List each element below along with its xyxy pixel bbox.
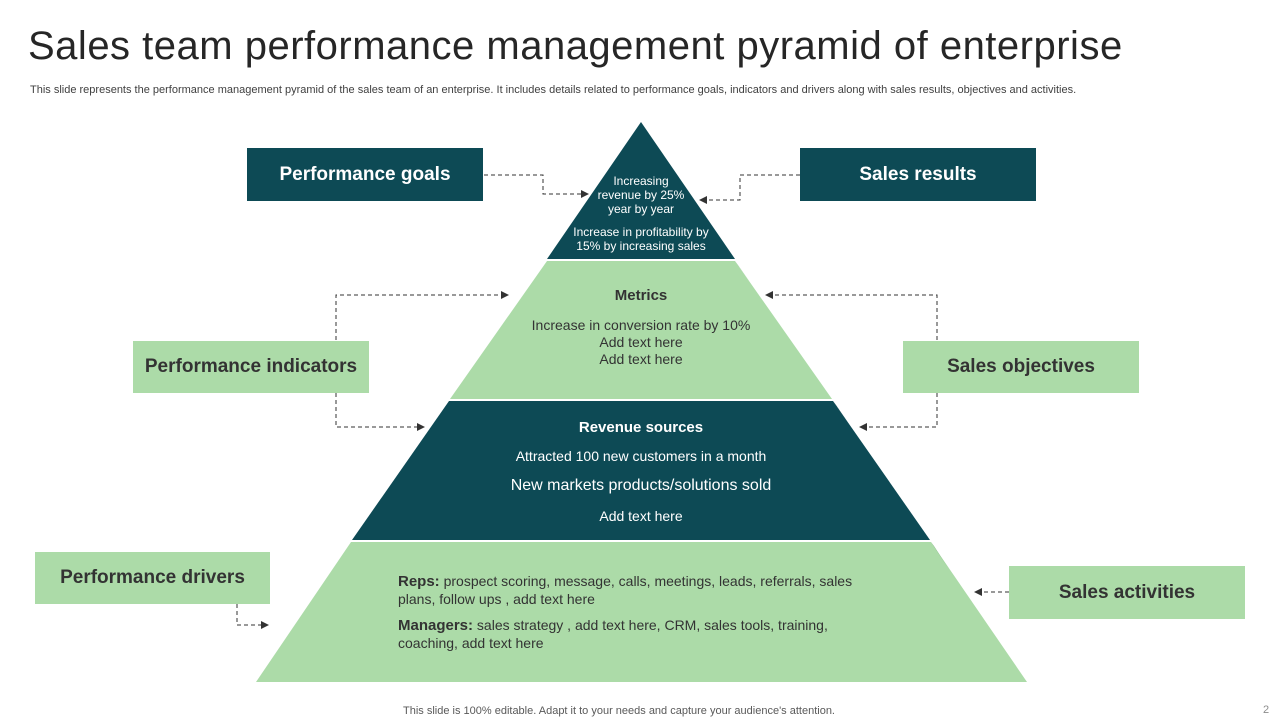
tier-2-shadow xyxy=(735,261,750,282)
tier3-line2: New markets products/solutions sold xyxy=(510,477,772,494)
managers-line2: coaching, add text here xyxy=(398,635,544,651)
objectives-up-arrow xyxy=(765,291,938,340)
reps-text: prospect scoring, message, calls, meetin… xyxy=(443,573,853,589)
tier3-line1: Attracted 100 new customers in a month xyxy=(515,448,767,464)
tier1-line4: Increase in profitability by xyxy=(573,225,709,239)
tier-3-shadow xyxy=(833,401,849,424)
goals-connector-arrow xyxy=(484,174,589,198)
tier1-line3: year by year xyxy=(607,202,675,216)
managers-label: Managers: xyxy=(398,617,474,634)
tier2-line1: Increase in conversion rate by 10% xyxy=(531,317,751,333)
sales-objectives-box: Sales objectives xyxy=(903,341,1139,393)
pyramid-tier-3 xyxy=(352,401,930,540)
tier3-line3: Add text here xyxy=(599,508,683,524)
reps-label: Reps: xyxy=(398,573,440,590)
performance-goals-box: Performance goals xyxy=(247,148,483,201)
page-number: 2 xyxy=(1263,704,1270,716)
footer-note: This slide is 100% editable. Adapt it to… xyxy=(403,705,835,717)
performance-drivers-box: Performance drivers xyxy=(35,552,270,604)
tier3-heading: Revenue sources xyxy=(578,419,704,436)
tier1-line5: 15% by increasing sales xyxy=(576,239,706,253)
sales-results-box: Sales results xyxy=(800,148,1036,201)
slide-subtitle: This slide represents the performance ma… xyxy=(30,84,1077,96)
sales-activities-box: Sales activities xyxy=(1009,566,1245,619)
reps-line2: plans, follow ups , add text here xyxy=(398,591,595,607)
managers-text: sales strategy , add text here, CRM, sal… xyxy=(476,617,828,633)
tier2-line2: Add text here xyxy=(599,334,683,350)
indicators-down-arrow xyxy=(335,393,425,431)
objectives-down-arrow xyxy=(859,393,938,431)
drivers-connector-arrow xyxy=(236,604,269,629)
results-connector-arrow xyxy=(699,174,800,204)
tier1-line2: revenue by 25% xyxy=(597,188,685,202)
tier1-line1: Increasing xyxy=(613,174,669,188)
pyramid-tier-2 xyxy=(450,261,832,399)
slide-title: Sales team performance management pyrami… xyxy=(28,24,1123,68)
managers-line1: Managers: sales strategy , add text here… xyxy=(398,617,828,634)
tier2-heading: Metrics xyxy=(614,287,668,304)
tier2-line3: Add text here xyxy=(599,351,683,367)
indicators-up-arrow xyxy=(335,291,509,340)
reps-line1: Reps: prospect scoring, message, calls, … xyxy=(398,573,852,590)
tier-base-shadow xyxy=(931,542,948,568)
pyramid-tier-base xyxy=(256,542,1027,682)
pyramid-tier-top xyxy=(547,122,735,259)
performance-indicators-box: Performance indicators xyxy=(133,341,369,393)
